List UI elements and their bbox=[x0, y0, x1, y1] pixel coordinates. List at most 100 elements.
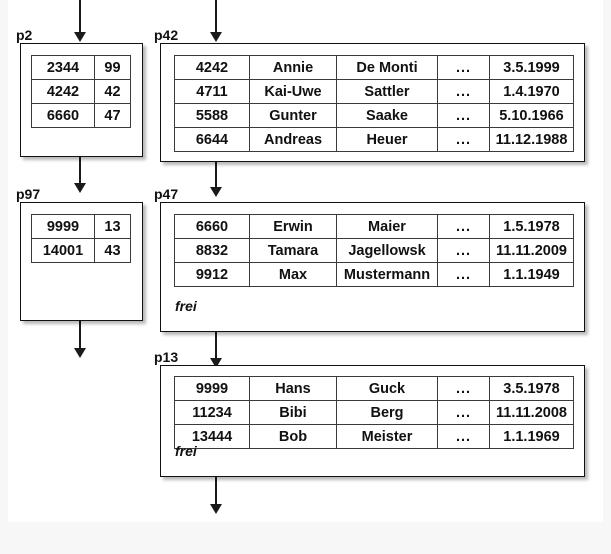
table-row: 4242 Annie De Monti ... 3.5.1999 bbox=[174, 55, 574, 80]
cell-key: 4242 bbox=[31, 79, 95, 104]
cell-date: 11.11.2009 bbox=[489, 238, 574, 263]
cell-ellipsis: ... bbox=[437, 400, 490, 425]
arrow-into-p2 bbox=[74, 0, 86, 42]
cell-firstname: Kai-Uwe bbox=[249, 79, 337, 104]
cell-id: 9912 bbox=[174, 262, 250, 287]
cell-key: 6660 bbox=[31, 103, 95, 128]
table-row: 5588 Gunter Saake ... 5.10.1966 bbox=[174, 103, 574, 128]
table-row: 4711 Kai-Uwe Sattler ... 1.4.1970 bbox=[174, 79, 574, 104]
arrow-p13-out bbox=[210, 477, 222, 514]
cell-ellipsis: ... bbox=[437, 214, 490, 239]
cell-id: 11234 bbox=[174, 400, 250, 425]
cell-id: 4242 bbox=[174, 55, 250, 80]
cell-value: 13 bbox=[94, 214, 131, 239]
cell-lastname: Meister bbox=[336, 424, 438, 449]
cell-date: 5.10.1966 bbox=[489, 103, 574, 128]
cell-date: 11.12.1988 bbox=[489, 127, 574, 152]
cell-id: 6660 bbox=[174, 214, 250, 239]
table-row: 13444 Bob Meister ... 1.1.1969 bbox=[174, 424, 574, 449]
page-block-p2: 2344 99 4242 42 6660 47 bbox=[20, 43, 143, 157]
page-block-p13: 9999 Hans Guck ... 3.5.1978 11234 Bibi B… bbox=[160, 365, 585, 477]
cell-lastname: Guck bbox=[336, 376, 438, 401]
block-label-p97: p97 bbox=[16, 186, 41, 202]
cell-firstname: Gunter bbox=[249, 103, 337, 128]
page-block-p47: 6660 Erwin Maier ... 1.5.1978 8832 Tamar… bbox=[160, 202, 585, 332]
free-space-label-p13: frei bbox=[175, 443, 197, 459]
cell-key: 2344 bbox=[31, 55, 95, 80]
cell-lastname: Saake bbox=[336, 103, 438, 128]
cell-ellipsis: ... bbox=[437, 79, 490, 104]
arrow-p47-p13 bbox=[210, 332, 222, 368]
table-row: 11234 Bibi Berg ... 11.11.2008 bbox=[174, 400, 574, 425]
table-row: 2344 99 bbox=[31, 55, 131, 80]
cell-id: 13444 bbox=[174, 424, 250, 449]
cell-id: 8832 bbox=[174, 238, 250, 263]
cell-ellipsis: ... bbox=[437, 103, 490, 128]
diagram-page: p2 2344 99 4242 42 6660 47 bbox=[8, 0, 603, 522]
table-row: 9999 13 bbox=[31, 214, 131, 239]
cell-firstname: Erwin bbox=[249, 214, 337, 239]
cell-date: 1.4.1970 bbox=[489, 79, 574, 104]
cell-firstname: Hans bbox=[249, 376, 337, 401]
cell-date: 1.1.1949 bbox=[489, 262, 574, 287]
cell-date: 3.5.1999 bbox=[489, 55, 574, 80]
cell-firstname: Tamara bbox=[249, 238, 337, 263]
cell-ellipsis: ... bbox=[437, 55, 490, 80]
table-row: 4242 42 bbox=[31, 79, 131, 104]
cell-lastname: Sattler bbox=[336, 79, 438, 104]
free-space-label-p47: frei bbox=[175, 298, 197, 314]
cell-key: 14001 bbox=[31, 238, 95, 263]
cell-date: 1.5.1978 bbox=[489, 214, 574, 239]
cell-ellipsis: ... bbox=[437, 262, 490, 287]
arrow-p42-p47 bbox=[210, 162, 222, 197]
cell-key: 9999 bbox=[31, 214, 95, 239]
cell-firstname: Bob bbox=[249, 424, 337, 449]
cell-firstname: Max bbox=[249, 262, 337, 287]
cell-date: 1.1.1969 bbox=[489, 424, 574, 449]
table-row: 9912 Max Mustermann ... 1.1.1949 bbox=[174, 262, 574, 287]
cell-date: 3.5.1978 bbox=[489, 376, 574, 401]
cell-value: 47 bbox=[94, 103, 131, 128]
cell-value: 42 bbox=[94, 79, 131, 104]
record-table-p47: 6660 Erwin Maier ... 1.5.1978 8832 Tamar… bbox=[174, 214, 574, 287]
cell-ellipsis: ... bbox=[437, 376, 490, 401]
cell-value: 43 bbox=[94, 238, 131, 263]
record-table-p42: 4242 Annie De Monti ... 3.5.1999 4711 Ka… bbox=[174, 55, 574, 152]
cell-lastname: Mustermann bbox=[336, 262, 438, 287]
cell-lastname: Heuer bbox=[336, 127, 438, 152]
cell-ellipsis: ... bbox=[437, 127, 490, 152]
cell-id: 9999 bbox=[174, 376, 250, 401]
record-table-p13: 9999 Hans Guck ... 3.5.1978 11234 Bibi B… bbox=[174, 376, 574, 449]
cell-firstname: Annie bbox=[249, 55, 337, 80]
cell-ellipsis: ... bbox=[437, 424, 490, 449]
table-row: 6660 Erwin Maier ... 1.5.1978 bbox=[174, 214, 574, 239]
cell-firstname: Andreas bbox=[249, 127, 337, 152]
cell-date: 11.11.2008 bbox=[489, 400, 574, 425]
record-table-p97: 9999 13 14001 43 bbox=[31, 214, 131, 263]
page-block-p42: 4242 Annie De Monti ... 3.5.1999 4711 Ka… bbox=[160, 43, 585, 162]
arrow-into-p42 bbox=[210, 0, 222, 42]
cell-id: 5588 bbox=[174, 103, 250, 128]
arrow-p97-out bbox=[74, 321, 86, 358]
table-row: 14001 43 bbox=[31, 238, 131, 263]
cell-id: 6644 bbox=[174, 127, 250, 152]
block-label-p42: p42 bbox=[154, 27, 179, 43]
cell-lastname: De Monti bbox=[336, 55, 438, 80]
cell-value: 99 bbox=[94, 55, 131, 80]
page-block-p97: 9999 13 14001 43 bbox=[20, 202, 143, 321]
cell-firstname: Bibi bbox=[249, 400, 337, 425]
block-label-p13: p13 bbox=[154, 349, 179, 365]
block-label-p2: p2 bbox=[16, 27, 33, 43]
cell-lastname: Berg bbox=[336, 400, 438, 425]
cell-lastname: Jagellowsk bbox=[336, 238, 438, 263]
table-row: 6660 47 bbox=[31, 103, 131, 128]
cell-id: 4711 bbox=[174, 79, 250, 104]
cell-ellipsis: ... bbox=[437, 238, 490, 263]
table-row: 6644 Andreas Heuer ... 11.12.1988 bbox=[174, 127, 574, 152]
block-label-p47: p47 bbox=[154, 186, 179, 202]
table-row: 8832 Tamara Jagellowsk ... 11.11.2009 bbox=[174, 238, 574, 263]
record-table-p2: 2344 99 4242 42 6660 47 bbox=[31, 55, 131, 128]
table-row: 9999 Hans Guck ... 3.5.1978 bbox=[174, 376, 574, 401]
arrow-p2-p97 bbox=[74, 157, 86, 193]
